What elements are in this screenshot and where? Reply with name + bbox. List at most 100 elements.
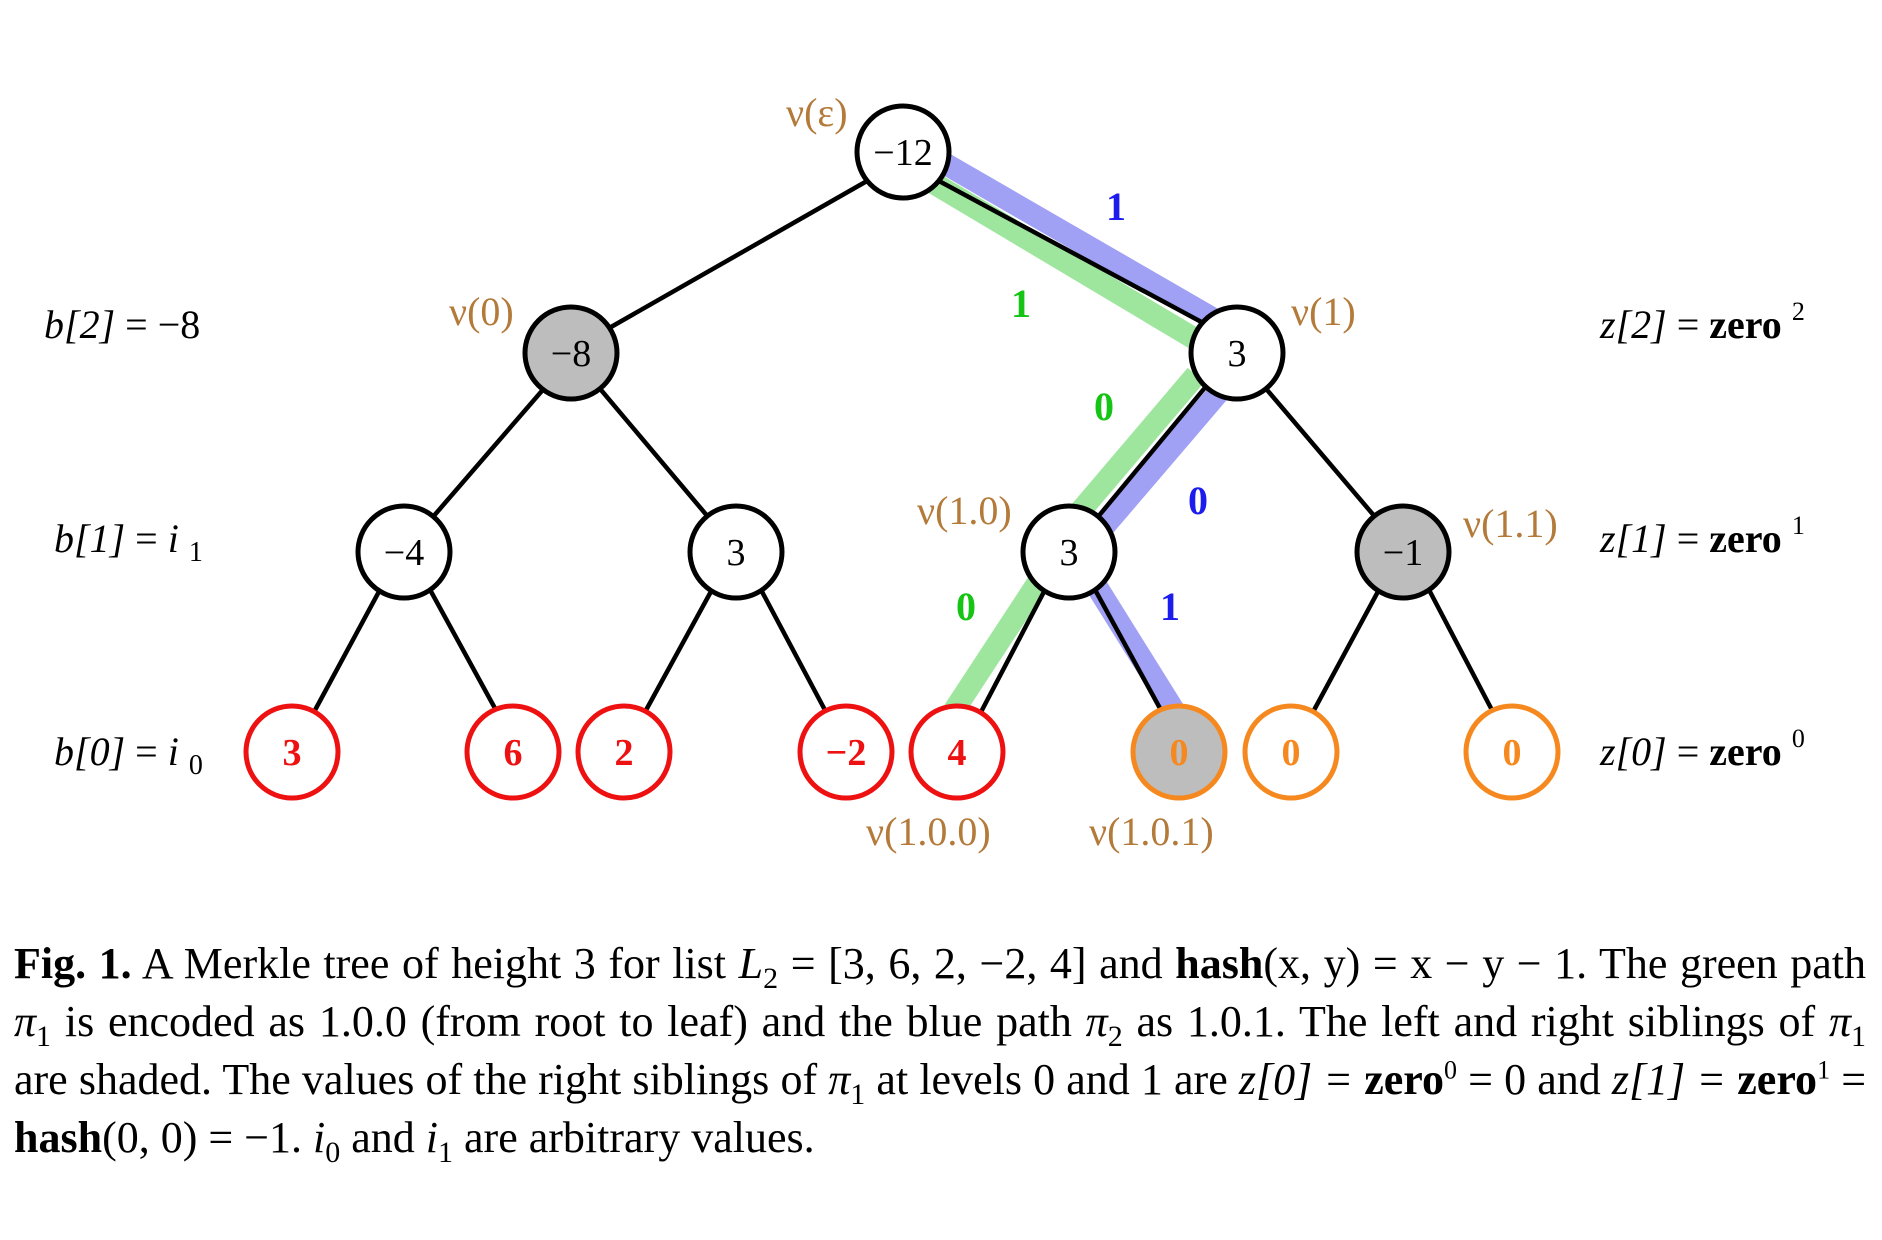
caption-pi3-sub: 1 (1851, 1019, 1866, 1053)
edge-n1-n11 (1260, 382, 1378, 520)
caption-text-8: are shaded. The values of the right sibl… (14, 1055, 818, 1104)
node-01: 3 (687, 503, 785, 601)
tree-edges (312, 179, 1495, 714)
node-00-value: −4 (384, 532, 424, 574)
label-n1: ν(1) (1291, 289, 1356, 334)
caption-text-1: A Merkle tree of height 3 for list (141, 939, 727, 988)
edge-n10-l100 (979, 584, 1049, 714)
edge-n11-l111 (1425, 584, 1495, 714)
edge-n00-l001 (426, 584, 499, 714)
caption-L: L (738, 939, 764, 988)
edge-n00-l000 (312, 584, 384, 714)
caption-zero-2: zero (1737, 1055, 1818, 1104)
caption-hash-2: hash (14, 1113, 103, 1162)
green-path-root-n1 (919, 168, 1206, 352)
node-1: 3 (1188, 304, 1286, 402)
edge-n10-l101 (1091, 584, 1164, 714)
caption-pi1-sub: 1 (36, 1019, 52, 1053)
node-11: −1 (1354, 503, 1452, 601)
green-path-n10-l100 (941, 563, 1056, 722)
caption-fig-label: Fig. 1. (14, 939, 132, 988)
label-l101: ν(1.0.1) (1089, 809, 1214, 854)
caption-text-14: are arbitrary values. (464, 1113, 815, 1162)
leaf-011: −2 (797, 703, 895, 801)
level-label-b2: b[2] = −8 (44, 302, 200, 347)
caption-pi-2: π (1085, 997, 1108, 1046)
caption-text-4: The green path (1598, 939, 1867, 988)
label-n10: ν(1.0) (917, 488, 1012, 533)
bit-label-green-n1-left: 0 (1094, 384, 1114, 429)
caption-i-1: i (313, 1113, 326, 1162)
label-root: ν(ε) (786, 90, 848, 135)
leaf-101: 0 (1130, 703, 1228, 801)
edge-n01-l011 (757, 584, 828, 714)
leaf-010-value: 2 (615, 732, 634, 774)
caption-pi-1: π (14, 997, 37, 1046)
caption-i0-sub: 0 (325, 1135, 341, 1169)
level-label-z2: z[2] = zero 2 (1599, 297, 1805, 347)
caption-text-11: = (1841, 1055, 1867, 1104)
bit-label-blue-root-right: 1 (1106, 184, 1126, 229)
label-l100: ν(1.0.0) (866, 809, 991, 854)
leaf-110: 0 (1242, 703, 1340, 801)
node-root: −12 (854, 103, 952, 201)
leaf-111-value: 0 (1503, 732, 1522, 774)
label-n11: ν(1.1) (1463, 501, 1558, 546)
blue-path-n1-n10 (1093, 383, 1229, 537)
caption-zero-1: zero (1364, 1055, 1445, 1104)
caption-text-9: at levels 0 and 1 are (876, 1055, 1228, 1104)
node-00: −4 (355, 503, 453, 601)
leaf-000-value: 3 (283, 732, 302, 774)
node-1-value: 3 (1228, 333, 1247, 375)
leaf-100: 4 (908, 703, 1006, 801)
leaf-101-value: 0 (1170, 732, 1189, 774)
merkle-tree-diagram: 1 1 0 0 0 1 −12 −8 3 −4 3 3 (44, 90, 1805, 854)
caption-text-13: and (351, 1113, 415, 1162)
level-label-z0: z[0] = zero 0 (1599, 724, 1805, 774)
edge-n0-n00 (430, 383, 549, 520)
caption-L-sub: 2 (763, 961, 779, 995)
node-0: −8 (522, 304, 620, 402)
level-label-z1: z[1] = zero 1 (1599, 511, 1805, 561)
caption-text-7: The left and right siblings of (1298, 997, 1816, 1046)
caption-text-3: (x, y) = x − y − 1. (1263, 939, 1588, 988)
edge-n01-l010 (643, 584, 716, 714)
label-n0: ν(0) (449, 289, 514, 334)
node-01-value: 3 (727, 532, 746, 574)
edge-n0-n01 (594, 382, 711, 520)
bit-label-green-n10-left: 0 (956, 584, 976, 629)
leaf-001-value: 6 (504, 732, 523, 774)
leaf-011-value: −2 (826, 732, 867, 774)
level-label-b1: b[1] = i 1 (54, 516, 203, 568)
node-10: 3 (1020, 503, 1118, 601)
edge-root-n1 (937, 179, 1209, 327)
leaf-111: 0 (1463, 703, 1561, 801)
leaf-100-value: 4 (948, 732, 967, 774)
caption-sup-0: 0 (1444, 1055, 1458, 1085)
caption-text-10: = 0 and (1468, 1055, 1601, 1104)
caption-sup-1: 1 (1817, 1055, 1831, 1085)
caption-hash-1: hash (1175, 939, 1264, 988)
node-0-value: −8 (551, 333, 591, 375)
path-highlights (919, 149, 1244, 726)
node-root-value: −12 (873, 132, 932, 174)
green-path-n1-n10 (1068, 367, 1205, 523)
caption-text-5: is encoded as 1.0.0 (from root to leaf) … (64, 997, 1072, 1046)
leaf-010: 2 (575, 703, 673, 801)
figure-caption: Fig. 1. A Merkle tree of height 3 for li… (14, 935, 1866, 1167)
leaf-110-value: 0 (1282, 732, 1301, 774)
bit-label-green-root-right: 1 (1011, 281, 1031, 326)
node-10-value: 3 (1060, 532, 1079, 574)
blue-path-root-n1 (931, 149, 1244, 343)
level-label-b0: b[0] = i 0 (54, 729, 203, 781)
caption-text-2: = [3, 6, 2, −2, 4] and (790, 939, 1163, 988)
caption-text-12: (0, 0) = −1. (102, 1113, 303, 1162)
caption-z1: z[1] = (1611, 1055, 1727, 1104)
caption-pi4-sub: 1 (850, 1077, 866, 1111)
caption-z0: z[0] = (1238, 1055, 1354, 1104)
blue-path-n10-l101 (1087, 581, 1190, 726)
bit-label-blue-n1-left: 0 (1188, 478, 1208, 523)
caption-pi-3: π (1828, 997, 1851, 1046)
leaf-001: 6 (464, 703, 562, 801)
edge-n1-n10 (1095, 382, 1210, 520)
